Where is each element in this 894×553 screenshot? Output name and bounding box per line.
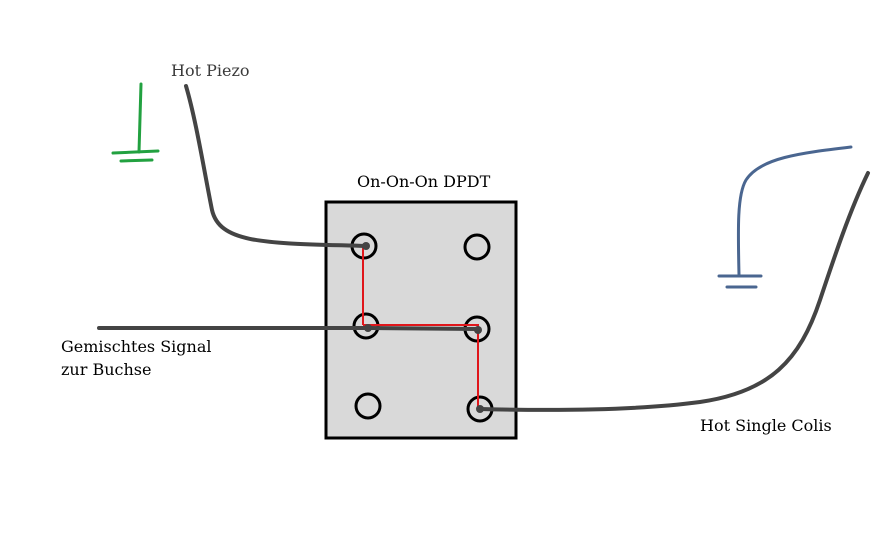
solder-middle-right <box>474 326 482 334</box>
solder-points <box>362 242 484 413</box>
switch-title-label: On-On-On DPDT <box>357 172 491 191</box>
solder-top-left <box>362 242 370 250</box>
piezo-ground-symbol <box>111 82 160 163</box>
piezo-ground-bar-2 <box>119 158 154 163</box>
lug-top-right <box>463 233 491 261</box>
hot-single-coils-label: Hot Single Colis <box>700 416 832 435</box>
mixed-signal-wire <box>97 326 480 331</box>
coil-ground-wire <box>736 145 853 277</box>
hot-piezo-label: Hot Piezo <box>171 61 250 80</box>
hot-single-coils-wire <box>478 171 870 412</box>
solder-bottom-right <box>476 405 484 413</box>
mixed-signal-label-line1: Gemischtes Signal <box>61 337 212 356</box>
mixed-signal-label-line2: zur Buchse <box>61 360 152 379</box>
solder-middle-left <box>364 324 372 332</box>
hot-piezo-wire <box>184 84 368 248</box>
piezo-ground-stem <box>137 82 143 154</box>
piezo-ground-bar-1 <box>111 149 160 155</box>
coil-ground-symbol <box>717 145 853 289</box>
lug-bottom-left <box>354 392 382 420</box>
